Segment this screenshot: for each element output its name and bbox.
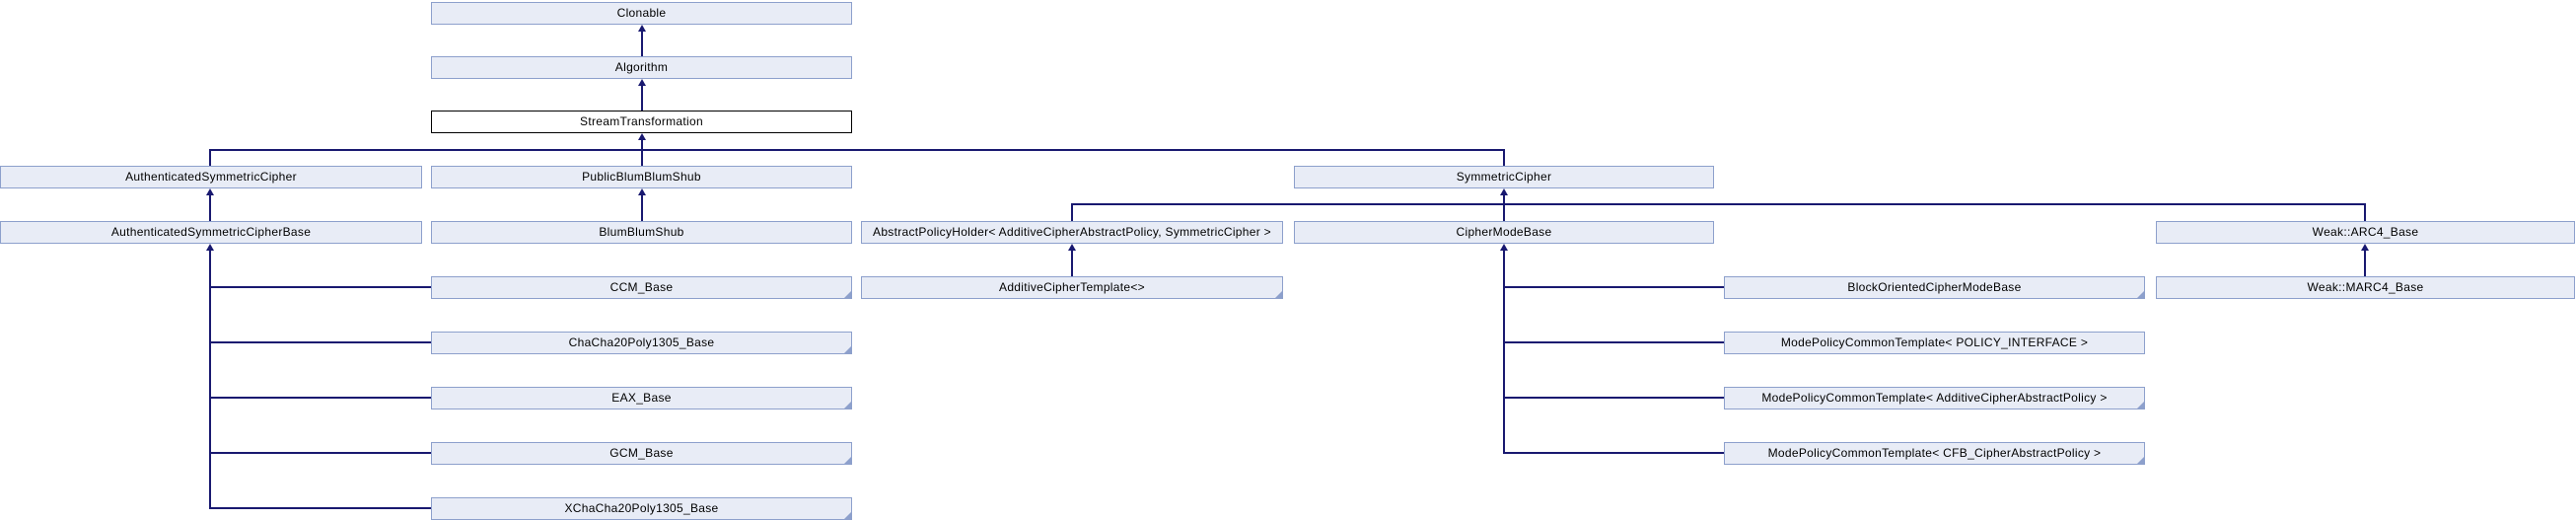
class-node-label: Clonable — [616, 6, 667, 20]
inheritance-edge-line — [2364, 250, 2366, 276]
class-node-cipher-mode-base[interactable]: CipherModeBase — [1294, 221, 1714, 244]
class-node-label: ModePolicyCommonTemplate< AdditiveCipher… — [1761, 391, 2108, 405]
class-node-label: GCM_Base — [609, 446, 674, 460]
arrow-up-icon — [638, 79, 646, 86]
class-node-label: CCM_Base — [609, 280, 674, 294]
arrow-up-icon — [638, 133, 646, 140]
inheritance-edge-line — [209, 149, 211, 166]
class-node-label: SymmetricCipher — [1456, 170, 1552, 184]
inheritance-edge-line — [209, 194, 211, 221]
class-node-label: XChaCha20Poly1305_Base — [564, 501, 719, 515]
arrow-up-icon — [2361, 244, 2369, 251]
class-node-label: AuthenticatedSymmetricCipherBase — [110, 225, 312, 239]
more-derived-marker — [843, 345, 851, 353]
inheritance-edge-line — [209, 250, 211, 509]
more-derived-marker — [843, 401, 851, 409]
class-node-algorithm[interactable]: Algorithm — [431, 56, 852, 79]
class-node-authenticated-symmetric-cipher[interactable]: AuthenticatedSymmetricCipher — [0, 166, 422, 188]
inheritance-edge-line — [209, 341, 431, 343]
class-node-label: BlumBlumShub — [599, 225, 684, 239]
class-node-label: Algorithm — [614, 60, 669, 74]
more-derived-marker — [2136, 401, 2144, 409]
class-node-label: StreamTransformation — [580, 114, 703, 128]
inheritance-edge-line — [1503, 286, 1724, 288]
arrow-up-icon — [1068, 244, 1076, 251]
inheritance-edge-line — [1503, 194, 1505, 221]
class-node-eax-base[interactable]: EAX_Base — [431, 387, 852, 409]
more-derived-marker — [843, 456, 851, 464]
arrow-up-icon — [638, 25, 646, 32]
inheritance-edge-line — [1503, 149, 1505, 166]
class-node-authenticated-symmetric-cipher-base[interactable]: AuthenticatedSymmetricCipherBase — [0, 221, 422, 244]
inheritance-edge-line — [209, 507, 431, 509]
inheritance-edge-line — [209, 397, 431, 399]
class-node-mode-policy-common-template-cfb-cipher-abstract-policy[interactable]: ModePolicyCommonTemplate< CFB_CipherAbst… — [1724, 442, 2145, 465]
inheritance-edge-line — [1071, 203, 1073, 221]
class-node-xchacha20poly1305-base[interactable]: XChaCha20Poly1305_Base — [431, 497, 852, 520]
inheritance-edge-line — [1071, 250, 1073, 276]
class-node-chacha20poly1305-base[interactable]: ChaCha20Poly1305_Base — [431, 332, 852, 354]
class-node-mode-policy-common-template-additive-cipher-abstract-policy[interactable]: ModePolicyCommonTemplate< AdditiveCipher… — [1724, 387, 2145, 409]
more-derived-marker — [843, 511, 851, 519]
class-node-blum-blum-shub[interactable]: BlumBlumShub — [431, 221, 852, 244]
class-node-public-blum-blum-shub[interactable]: PublicBlumBlumShub — [431, 166, 852, 188]
arrow-up-icon — [638, 188, 646, 195]
more-derived-marker — [1274, 290, 1282, 298]
class-node-label: ModePolicyCommonTemplate< POLICY_INTERFA… — [1780, 335, 2089, 349]
inheritance-edge-line — [641, 139, 643, 166]
class-node-additive-cipher-template[interactable]: AdditiveCipherTemplate<> — [861, 276, 1283, 299]
inheritance-edge-line — [1503, 341, 1724, 343]
class-node-label: AdditiveCipherTemplate<> — [999, 280, 1145, 294]
class-node-block-oriented-cipher-mode-base[interactable]: BlockOrientedCipherModeBase — [1724, 276, 2145, 299]
class-node-symmetric-cipher[interactable]: SymmetricCipher — [1294, 166, 1714, 188]
class-node-label: AuthenticatedSymmetricCipher — [125, 170, 297, 184]
arrow-up-icon — [1500, 188, 1508, 195]
class-node-label: ChaCha20Poly1305_Base — [568, 335, 715, 349]
inheritance-edge-line — [2364, 203, 2366, 221]
more-derived-marker — [843, 290, 851, 298]
more-derived-marker — [2136, 290, 2144, 298]
class-node-stream-transformation: StreamTransformation — [431, 111, 852, 133]
inheritance-edge-line — [209, 452, 431, 454]
inheritance-edge-line — [641, 194, 643, 221]
class-node-label: ModePolicyCommonTemplate< CFB_CipherAbst… — [1767, 446, 2102, 460]
inheritance-edge-line — [641, 31, 643, 56]
class-node-weak-arc4-base[interactable]: Weak::ARC4_Base — [2156, 221, 2575, 244]
class-node-label: PublicBlumBlumShub — [582, 170, 701, 184]
inheritance-edge-line — [209, 286, 431, 288]
class-node-label: Weak::ARC4_Base — [2312, 225, 2419, 239]
inheritance-edge-line — [1503, 250, 1505, 454]
class-node-abstract-policy-holder[interactable]: AbstractPolicyHolder< AdditiveCipherAbst… — [861, 221, 1283, 244]
inheritance-edge-line — [1071, 203, 2366, 205]
class-node-label: CipherModeBase — [1456, 225, 1552, 239]
class-node-label: Weak::MARC4_Base — [2307, 280, 2424, 294]
arrow-up-icon — [206, 244, 214, 251]
inheritance-edge-line — [1503, 397, 1724, 399]
arrow-up-icon — [1500, 244, 1508, 251]
class-node-clonable[interactable]: Clonable — [431, 2, 852, 25]
class-node-mode-policy-common-template-policy-interface[interactable]: ModePolicyCommonTemplate< POLICY_INTERFA… — [1724, 332, 2145, 354]
inheritance-edge-line — [641, 85, 643, 111]
more-derived-marker — [2136, 456, 2144, 464]
inheritance-edge-line — [1503, 452, 1724, 454]
class-node-gcm-base[interactable]: GCM_Base — [431, 442, 852, 465]
class-node-label: AbstractPolicyHolder< AdditiveCipherAbst… — [873, 225, 1271, 239]
class-node-weak-marc4-base[interactable]: Weak::MARC4_Base — [2156, 276, 2575, 299]
inheritance-edge-line — [209, 149, 1505, 151]
class-node-label: BlockOrientedCipherModeBase — [1847, 280, 2022, 294]
class-node-ccm-base[interactable]: CCM_Base — [431, 276, 852, 299]
arrow-up-icon — [206, 188, 214, 195]
class-node-label: EAX_Base — [611, 391, 672, 405]
